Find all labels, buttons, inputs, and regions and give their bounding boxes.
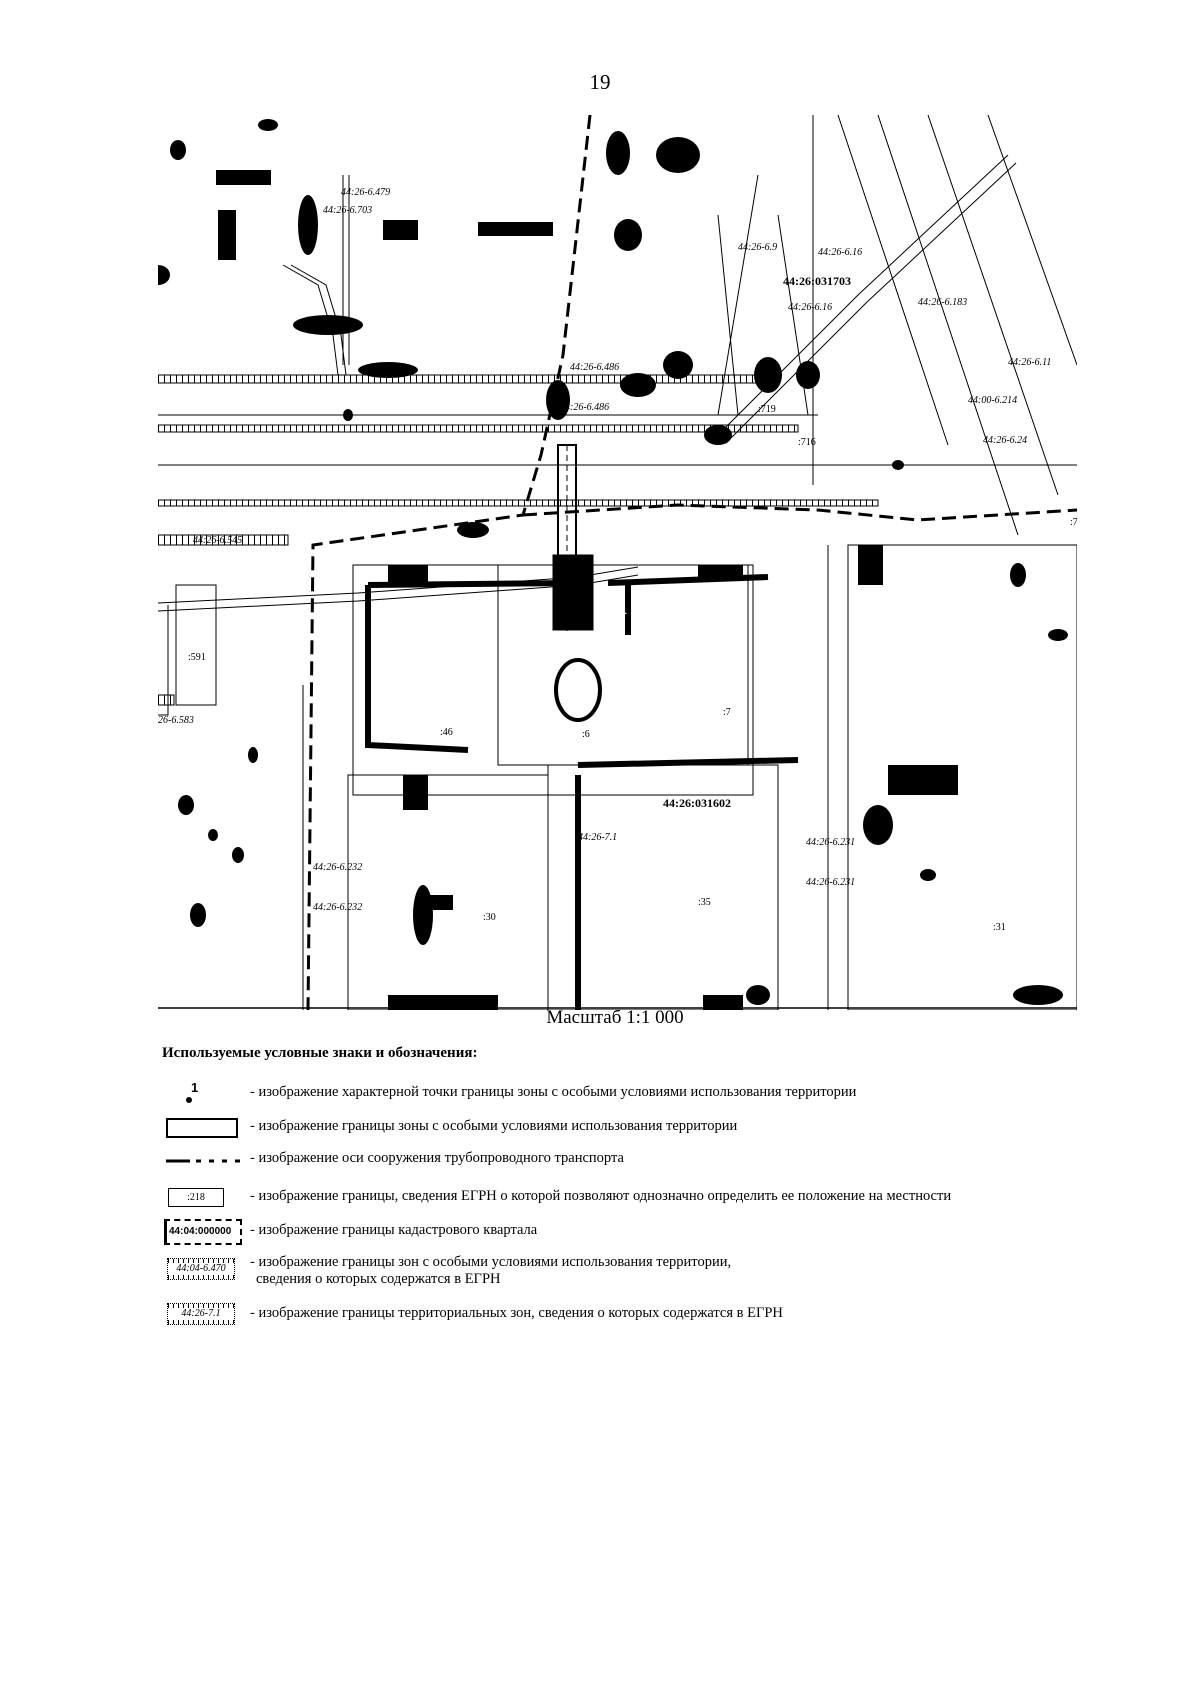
legend-symbol-zouit <box>162 1112 242 1146</box>
point-marker-icon: 1 <box>186 1080 198 1103</box>
quarter-boundary-icon: 44:04:000000 <box>164 1219 242 1245</box>
parcel-label: :591 <box>188 652 206 663</box>
parcel-label: :7 <box>1070 517 1077 528</box>
map-label: 26-6.583 <box>158 715 194 726</box>
parcel-label: :30 <box>483 912 496 923</box>
zouit-egrn-boundary-icon: 44:04-6.470 <box>167 1258 235 1280</box>
parcel-label: :31 <box>993 922 1006 933</box>
map-canvas: 44:26-6.479 44:26-6.703 44:26-6.9 44:26-… <box>158 115 1077 1010</box>
map-label: 44:26-6.486 <box>560 402 609 413</box>
map-label: 44:00-6.214 <box>968 395 1017 406</box>
parcel-label: :6 <box>582 729 590 740</box>
map-features <box>158 119 1068 1010</box>
territorial-zone-boundary-icon: 44:26-7.1 <box>167 1303 235 1325</box>
cadastral-map: 44:26-6.479 44:26-6.703 44:26-6.9 44:26-… <box>158 115 1077 1010</box>
map-label: 44:26-6.486 <box>570 362 619 373</box>
legend-row-zouit: - изображение границы зоны с особыми усл… <box>162 1112 1082 1146</box>
map-label: 44:26-6.24 <box>983 435 1027 446</box>
legend-text-block: - изображение границы зон с особыми усло… <box>250 1254 731 1288</box>
map-label: 44:26-6.16 <box>818 247 862 258</box>
map-label: 44:26-6.545 <box>193 535 242 546</box>
quarter-label: 44:26:031703 <box>783 274 851 288</box>
legend-symbol-point: 1 <box>162 1078 242 1112</box>
parcel-label: :7 <box>723 707 731 718</box>
map-label: 44:26-6.703 <box>323 205 372 216</box>
parcel-label: :716 <box>798 437 816 448</box>
map-labels: 44:26-6.479 44:26-6.703 44:26-6.9 44:26-… <box>158 187 1077 933</box>
boundary-point-label: 2 <box>606 603 613 617</box>
map-label: 44:26-7.1 <box>578 832 617 843</box>
legend-row-territorial: 44:26-7.1 - изображение границы территор… <box>162 1299 1082 1333</box>
map-label: 44:26-6.232 <box>313 902 362 913</box>
map-label: 44:26-6.232 <box>313 862 362 873</box>
thick-boundary-icon <box>166 1118 238 1138</box>
zouit-boundary <box>365 574 799 1010</box>
parcel-label: :35 <box>698 897 711 908</box>
map-label: 44:26-6.11 <box>1008 357 1051 368</box>
map-label: 44:26-6.16 <box>788 302 832 313</box>
legend-symbol-pipeline <box>162 1144 242 1178</box>
map-label: 44:26-6.479 <box>341 187 390 198</box>
legend-text: - изображение границы, сведения ЕГРН о к… <box>250 1188 952 1204</box>
legend-symbol-parcel: :218 <box>162 1182 242 1216</box>
map-label: 44:26-6.231 <box>806 877 855 888</box>
map-label: 44:26-6.183 <box>918 297 967 308</box>
map-label: 44:26-6.9 <box>738 242 777 253</box>
legend-text: - изображение границы территориальных зо… <box>250 1305 783 1321</box>
legend-row-parcel: :218 - изображение границы, сведения ЕГР… <box>162 1182 1082 1216</box>
legend-text: - изображение границы зон с особыми усло… <box>250 1254 732 1270</box>
quarter-boundaries <box>306 115 1077 1010</box>
legend-text: - изображение характерной точки границы … <box>250 1084 857 1100</box>
quarter-label: 44:26:031602 <box>663 796 731 810</box>
pipeline-axis <box>552 444 594 635</box>
parcel-boundary-icon: :218 <box>168 1188 224 1207</box>
legend-text: - изображение границы кадастрового кварт… <box>250 1222 538 1238</box>
legend-text: - изображение границы зоны с особыми усл… <box>250 1118 738 1134</box>
legend-symbol-territorial: 44:26-7.1 <box>162 1299 242 1333</box>
page-number: 19 <box>589 70 611 94</box>
parcel-label: :46 <box>440 727 453 738</box>
legend-title: Используемые условные знаки и обозначени… <box>162 1045 478 1061</box>
pipeline-axis-icon <box>166 1159 242 1163</box>
boundary-point-label: 1 <box>620 603 627 617</box>
legend-row-zouit-egrn: 44:04-6.470 - изображение границы зон с … <box>162 1254 1082 1294</box>
legend-row-point: 1 - изображение характерной точки границ… <box>162 1078 1082 1112</box>
legend-row-pipeline: - изображение оси сооружения трубопровод… <box>162 1144 1082 1178</box>
legend-symbol-quarter: 44:04:000000 <box>162 1216 242 1250</box>
map-label: 44:26-6.231 <box>806 837 855 848</box>
legend-text: - изображение оси сооружения трубопровод… <box>250 1150 624 1166</box>
legend-text-continued: сведения о которых содержатся в ЕГРН <box>256 1271 501 1287</box>
parcel-label: :719 <box>758 404 776 415</box>
legend-symbol-zouit-egrn: 44:04-6.470 <box>162 1254 242 1288</box>
svg-text:1: 1 <box>191 1080 198 1095</box>
scale-label: Масштаб 1:1 000 <box>546 1007 684 1028</box>
legend-row-quarter: 44:04:000000 - изображение границы кадас… <box>162 1216 1082 1250</box>
